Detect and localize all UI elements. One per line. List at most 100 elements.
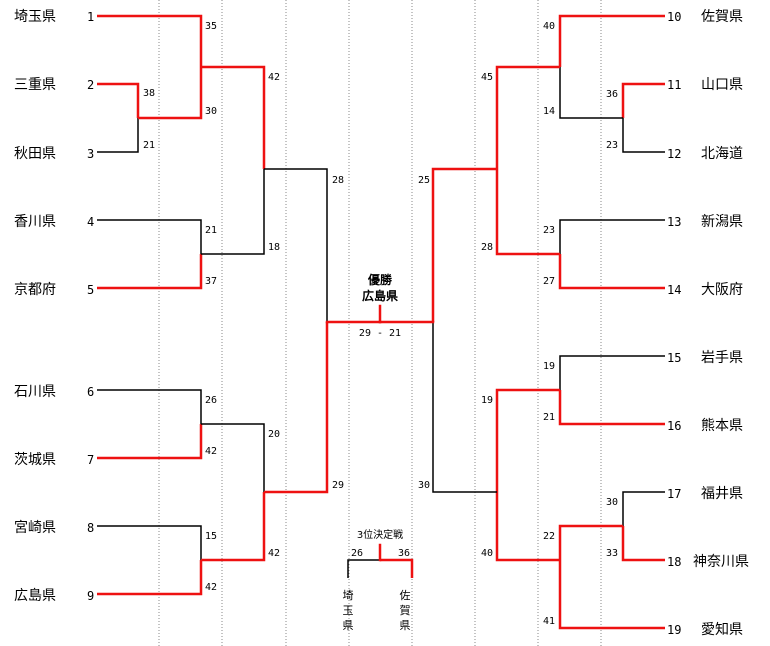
score-label: 40 xyxy=(481,548,493,559)
score-label: 26 xyxy=(351,548,363,559)
team-name: 新潟県 xyxy=(701,214,743,230)
score-label: 21 xyxy=(143,140,155,151)
score-label: 28 xyxy=(481,242,493,253)
loser-path xyxy=(97,219,202,254)
seed-number: 13 xyxy=(667,215,681,229)
winner-path xyxy=(495,65,560,169)
team-name: 岩手県 xyxy=(701,350,743,366)
team-name: 熊本県 xyxy=(701,418,743,434)
winner-path xyxy=(495,169,560,256)
score-label: 40 xyxy=(543,21,555,32)
score-label: 18 xyxy=(268,242,280,253)
score-label: 42 xyxy=(268,548,280,559)
winner-path xyxy=(201,65,266,169)
score-label: 41 xyxy=(543,616,555,627)
winner-path xyxy=(97,14,203,67)
winner-path xyxy=(558,560,665,630)
score-label: 28 xyxy=(332,175,344,186)
seed-number: 12 xyxy=(667,147,681,161)
score-label: 36 xyxy=(398,548,410,559)
score-label: 29 xyxy=(332,480,344,491)
score-label: 14 xyxy=(543,106,555,117)
third-place-block: 3位決定戦 26 36 埼 玉 県 佐 賀 県 xyxy=(343,528,411,632)
score-label: 33 xyxy=(606,548,618,559)
third-place-left-char: 県 xyxy=(343,619,354,632)
score-label: 30 xyxy=(205,106,217,117)
final-block: 優勝 広島県 29 - 21 xyxy=(359,272,401,339)
third-place-right-char: 佐 xyxy=(400,588,411,602)
score-label: 27 xyxy=(543,276,555,287)
seed-number: 18 xyxy=(667,555,681,569)
loser-path xyxy=(97,118,139,153)
score-label: 21 xyxy=(205,225,217,236)
loser-path xyxy=(97,525,202,560)
team-name: 山口県 xyxy=(701,77,743,93)
third-place-left-char: 玉 xyxy=(343,604,354,617)
winner-path xyxy=(97,424,203,460)
left-team-list: 埼玉県 三重県 秋田県 香川県 京都府 石川県 茨城県 宮崎県 広島県 xyxy=(14,9,56,604)
loser-path xyxy=(559,67,623,119)
seed-number: 2 xyxy=(87,78,94,92)
winner-path xyxy=(97,560,203,596)
team-name: 広島県 xyxy=(14,588,56,604)
winner-path xyxy=(97,82,140,118)
score-label: 25 xyxy=(418,175,430,186)
winner-path xyxy=(264,322,329,494)
score-label: 30 xyxy=(606,497,618,508)
score-label: 35 xyxy=(205,21,217,32)
winner-path xyxy=(558,524,623,560)
loser-path xyxy=(201,169,265,255)
team-name: 北海道 xyxy=(701,146,743,162)
loser-path xyxy=(97,389,202,424)
team-name: 京都府 xyxy=(14,282,56,298)
loser-path xyxy=(432,322,497,493)
team-name: 茨城県 xyxy=(14,452,56,468)
loser-path xyxy=(559,355,665,390)
right-team-list: 佐賀県 山口県 北海道 新潟県 大阪府 岩手県 熊本県 福井県 神奈川県 愛知県 xyxy=(693,9,749,638)
seed-number: 10 xyxy=(667,10,681,24)
right-scores: 36 23 30 33 40 14 23 27 19 21 22 41 45 2… xyxy=(418,21,618,627)
champion-name: 広島県 xyxy=(362,288,398,303)
seed-number: 19 xyxy=(667,623,681,637)
loser-path xyxy=(347,559,380,578)
seed-number: 11 xyxy=(667,78,681,92)
seed-number: 9 xyxy=(87,589,94,603)
winner-path xyxy=(380,558,414,578)
winner-path xyxy=(621,82,665,118)
score-label: 20 xyxy=(268,429,280,440)
team-name: 大阪府 xyxy=(701,282,743,298)
seed-number: 1 xyxy=(87,10,94,24)
winner-path xyxy=(558,390,665,426)
score-label: 21 xyxy=(543,412,555,423)
loser-path xyxy=(622,118,665,153)
third-place-title: 3位決定戦 xyxy=(357,528,403,541)
team-name: 佐賀県 xyxy=(701,9,743,25)
score-label: 42 xyxy=(268,72,280,83)
score-label: 38 xyxy=(143,88,155,99)
score-label: 22 xyxy=(543,531,555,542)
team-name: 宮崎県 xyxy=(14,520,56,536)
bracket-lines xyxy=(97,14,665,630)
seed-number: 7 xyxy=(87,453,94,467)
seed-number: 14 xyxy=(667,283,681,297)
winner-path xyxy=(431,167,497,322)
team-name: 秋田県 xyxy=(14,146,56,162)
third-place-right-char: 県 xyxy=(400,619,411,632)
loser-path xyxy=(201,423,265,492)
team-name: 神奈川県 xyxy=(693,554,749,570)
third-place-left-char: 埼 xyxy=(343,588,354,602)
winner-path xyxy=(97,254,203,290)
score-label: 23 xyxy=(606,140,618,151)
winner-path xyxy=(495,492,560,562)
score-label: 30 xyxy=(418,480,430,491)
score-label: 19 xyxy=(481,395,493,406)
left-scores: 38 21 35 30 21 37 26 42 15 42 42 18 20 4… xyxy=(143,21,344,593)
team-name: 埼玉県 xyxy=(14,9,56,25)
winner-path xyxy=(495,388,560,492)
winner-path xyxy=(201,492,266,562)
score-label: 37 xyxy=(205,276,217,287)
score-label: 45 xyxy=(481,72,493,83)
third-place-right-char: 賀 xyxy=(400,604,411,617)
score-label: 42 xyxy=(205,582,217,593)
